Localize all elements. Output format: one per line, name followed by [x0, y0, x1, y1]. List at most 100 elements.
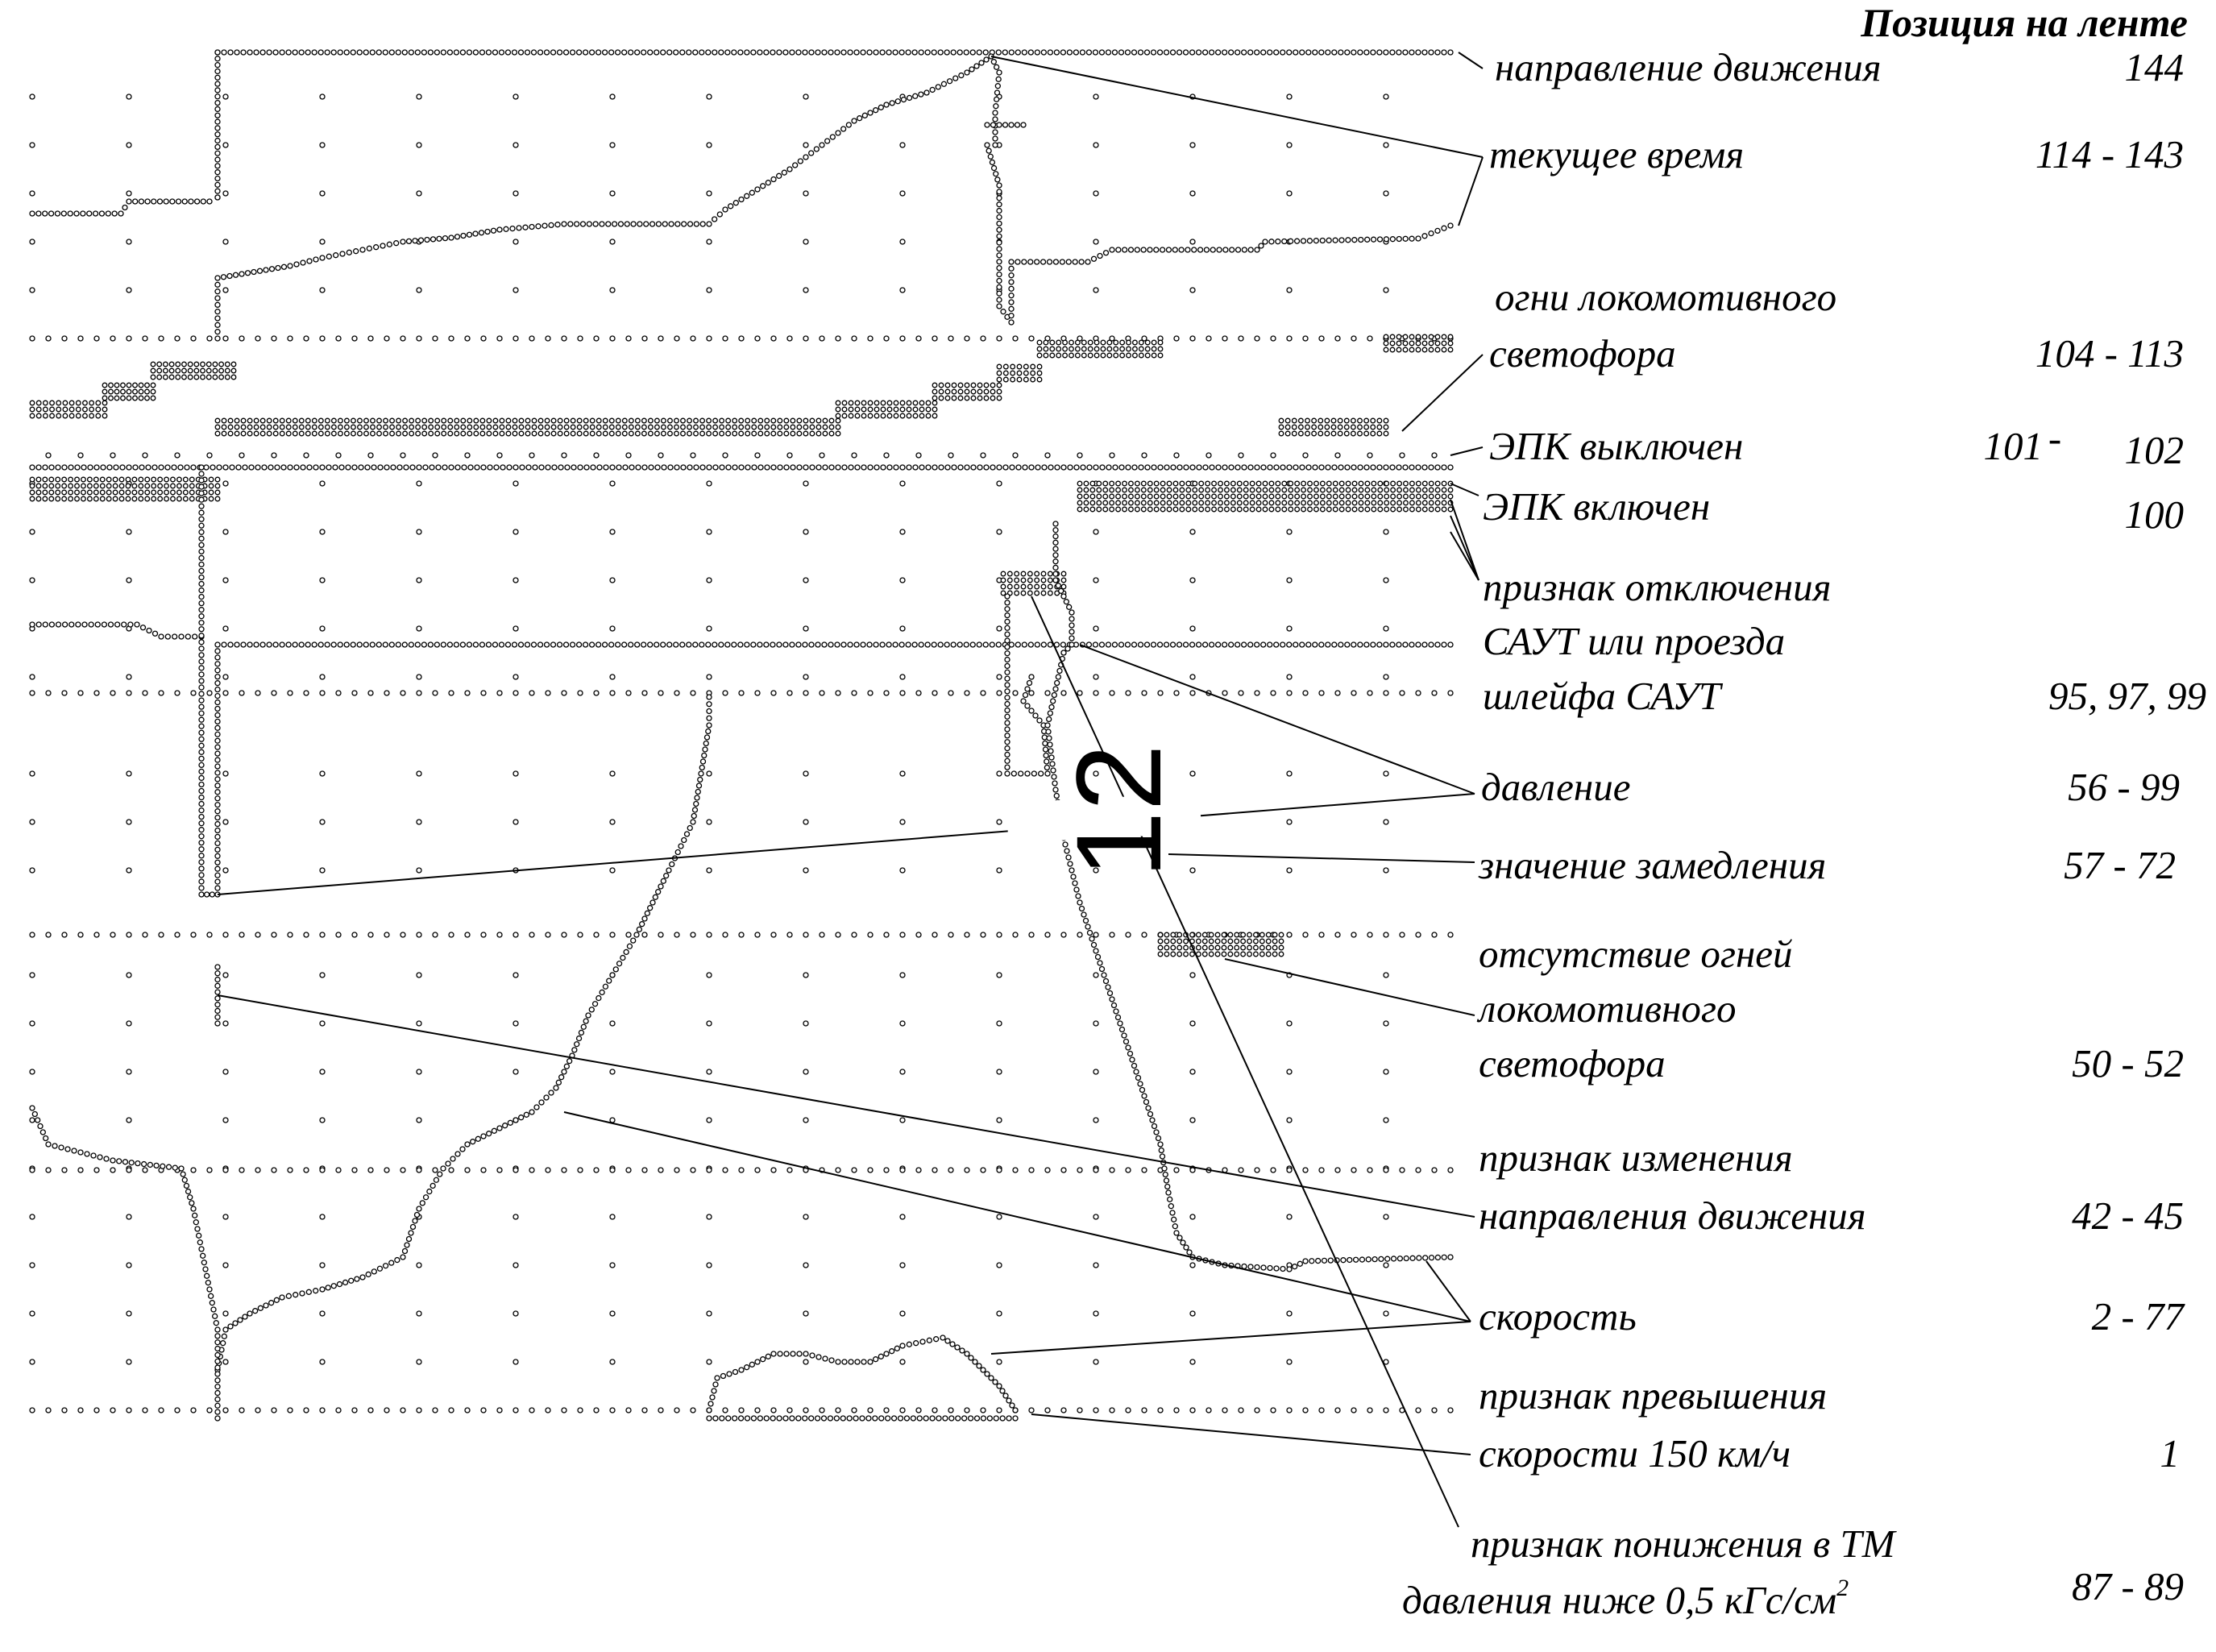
trace-time [996, 195, 1002, 201]
trace-epk-on [1301, 506, 1307, 513]
grid-dot-dense [1060, 1167, 1067, 1173]
trace-lights [114, 382, 120, 388]
trace-lights [1126, 352, 1131, 359]
trace-lights [82, 400, 88, 406]
grid-dot-dense [722, 690, 728, 696]
trace-decel [1403, 1255, 1409, 1262]
grid-dot [513, 142, 519, 148]
leader-line [1401, 354, 1484, 432]
grid-dot [1093, 867, 1099, 874]
trace-lights [68, 400, 75, 406]
trace-saut [139, 625, 147, 631]
trace-lights [305, 430, 311, 437]
trace-lights [266, 417, 272, 424]
trace-lights [1343, 417, 1350, 424]
trace-lights [854, 406, 861, 413]
trace-time [268, 266, 276, 272]
grid-dot-dense [1012, 335, 1019, 342]
trace-direction [628, 49, 634, 56]
trace-overspeed [760, 1356, 766, 1363]
grid-dot [416, 867, 422, 874]
trace-epk-on [1255, 506, 1262, 513]
grid-dot-dense [367, 1407, 374, 1413]
trace-time [1165, 247, 1172, 253]
trace-epk-on [106, 476, 112, 483]
trace-epk [403, 464, 409, 471]
trace-lights [815, 424, 822, 430]
trace-epk [1067, 464, 1073, 471]
trace-epk-on [151, 496, 157, 502]
trace-epk-on [1115, 493, 1122, 500]
trace-decel [1157, 1141, 1164, 1148]
trace-lights [1350, 430, 1356, 437]
trace-time [996, 226, 1002, 233]
grid-dot-epk [400, 452, 406, 459]
grid-dot-dense [448, 690, 454, 696]
trace-lights [409, 424, 415, 430]
trace-saut [1047, 577, 1053, 583]
trace-direction [54, 210, 61, 217]
grid-dot-dense [996, 1167, 1002, 1173]
grid-dot [706, 93, 712, 100]
grid-dot-dense [303, 1167, 309, 1173]
grid-dot-dense [45, 1407, 52, 1413]
trace-pressure [1163, 641, 1170, 648]
grid-dot-dense [641, 690, 648, 696]
grid-dot [609, 1310, 616, 1317]
trace-decel [1069, 867, 1075, 874]
grid-dot-dense [432, 1407, 438, 1413]
grid-dot [899, 142, 906, 148]
grid-dot [609, 1069, 616, 1075]
grid-dot-dense [899, 932, 906, 938]
trace-lights [162, 361, 168, 367]
grid-dot-dense [1060, 1407, 1067, 1413]
trace-direction [724, 49, 731, 56]
grid-dot-epk [819, 452, 825, 459]
trace-lights [1030, 363, 1036, 370]
trace-decel [1149, 1117, 1156, 1123]
trace-epk-on [1096, 487, 1102, 493]
trace-pressure [395, 641, 401, 648]
trace-lights [712, 424, 719, 430]
trace-epk [525, 464, 532, 471]
trace-direction [944, 49, 950, 56]
trace-time [993, 103, 999, 110]
grid-dot-dense [367, 1167, 374, 1173]
trace-direction [853, 49, 860, 56]
trace-time [313, 256, 319, 263]
trace-pressure [1004, 682, 1010, 688]
trace-epk-on [1319, 480, 1326, 487]
trace-direction [272, 49, 279, 56]
grid-dot [1093, 1359, 1099, 1365]
trace-epk [1370, 464, 1376, 471]
trace-pressure [198, 872, 205, 878]
trace-overspeed [873, 1356, 879, 1363]
trace-lights [357, 430, 363, 437]
trace-lights [544, 430, 550, 437]
trace-decel [1260, 1264, 1267, 1271]
trace-lights [512, 430, 518, 437]
trace-pressure [1043, 752, 1049, 759]
trace-lights [247, 417, 253, 424]
trace-epk [1409, 464, 1415, 471]
grid-dot [126, 190, 132, 197]
trace-no-lights [1195, 932, 1201, 938]
trace-lights [803, 417, 809, 424]
trace-lights [1318, 424, 1324, 430]
grid-dot-dense [448, 1167, 454, 1173]
trace-overspeed [894, 1345, 900, 1351]
trace-lights [1311, 430, 1318, 437]
grid-dot [126, 577, 132, 583]
trace-lights [674, 417, 679, 424]
trace-epk-on [1166, 500, 1172, 506]
trace-time [668, 221, 674, 227]
trace-decel [1302, 1258, 1309, 1264]
trace-pressure [198, 853, 205, 859]
trace-time [994, 176, 1001, 183]
trace-speed [658, 883, 664, 890]
trace-epk-on [1338, 480, 1345, 487]
trace-direction [1370, 49, 1376, 56]
trace-lights [1447, 334, 1454, 340]
trace-lights [699, 424, 706, 430]
trace-lights [770, 430, 777, 437]
